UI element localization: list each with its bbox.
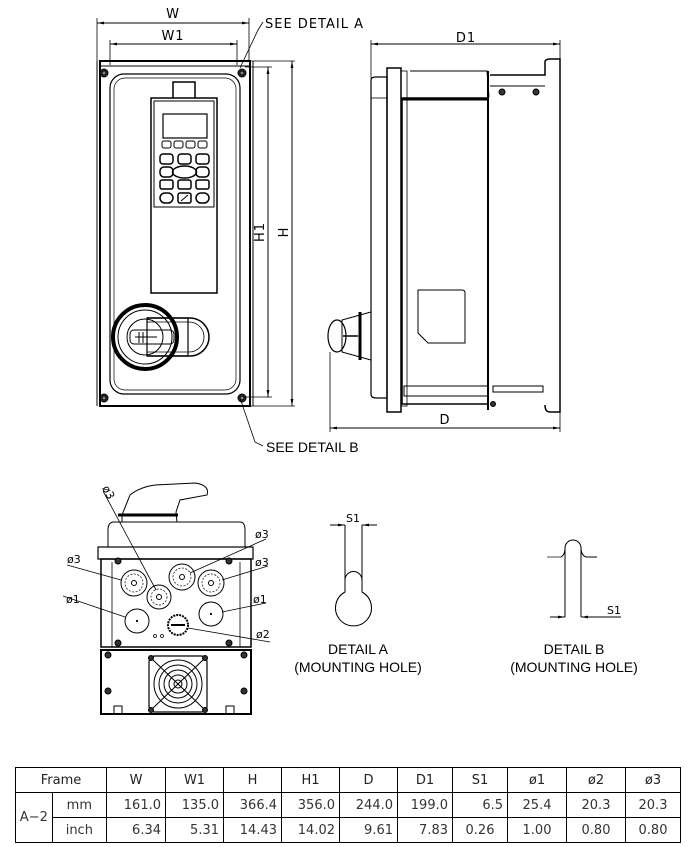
detail-b-slot xyxy=(547,539,621,619)
label-phi3-right-upper: ø3 xyxy=(255,528,269,541)
dim-label-d: D xyxy=(439,413,450,428)
label-phi1-right: ø1 xyxy=(253,593,267,606)
cell-s1: 6.5 xyxy=(452,792,508,818)
detail-b-title: DETAIL B xyxy=(544,641,605,657)
cell-w: 161.0 xyxy=(106,792,166,818)
header-w: W xyxy=(106,767,166,793)
fan-section xyxy=(100,649,252,715)
detail-a-s1-label: S1 xyxy=(346,512,360,525)
keypad-display xyxy=(162,113,208,139)
header-phi1: ø1 xyxy=(507,767,567,793)
bottom-body xyxy=(100,558,252,648)
table-row: A−2 mm 161.0 135.0 366.4 356.0 244.0 199… xyxy=(15,792,681,843)
cell-d: 244.0 xyxy=(339,792,398,818)
callout-see-detail-b: SEE DETAIL B xyxy=(266,439,359,455)
leader-detail-b xyxy=(239,397,264,447)
label-phi3-top: ø3 xyxy=(99,483,117,501)
label-phi3-right: ø3 xyxy=(255,556,269,569)
header-w1: W1 xyxy=(165,767,224,793)
detail-a-subtitle: (MOUNTING HOLE) xyxy=(294,659,422,675)
dim-label-w: W xyxy=(166,7,180,22)
dimensions-table: Frame W W1 H H1 D D1 S1 ø1 ø2 ø3 A−2 mm … xyxy=(15,767,681,843)
side-body xyxy=(401,97,489,405)
conduit-holes xyxy=(120,563,225,638)
unit-cell: mm xyxy=(51,792,108,818)
table-row: inch 6.34 5.31 14.43 14.02 9.61 7.83 0.2… xyxy=(16,817,681,843)
header-h: H xyxy=(223,767,282,793)
dimension-drawing: W W1 SEE DETAIL A H1 H SEE DETAIL B xyxy=(62,7,638,715)
housing-outer xyxy=(99,60,251,407)
header-phi3: ø3 xyxy=(625,767,681,793)
label-phi1-left: ø1 xyxy=(66,593,80,606)
detail-b-subtitle: (MOUNTING HOLE) xyxy=(510,659,638,675)
header-phi2: ø2 xyxy=(566,767,626,793)
detail-b-s1-label: S1 xyxy=(607,604,621,617)
header-d1: D1 xyxy=(397,767,453,793)
cell-h1: 14.02 xyxy=(281,817,340,843)
header-h1: H1 xyxy=(281,767,340,793)
front-view xyxy=(96,18,295,447)
screw-icons xyxy=(99,68,247,403)
fan-grille xyxy=(148,655,208,713)
cell-phi2: 20.3 xyxy=(566,792,626,818)
header-frame: Frame xyxy=(15,767,107,793)
dim-label-h1: H1 xyxy=(253,222,268,242)
leader-detail-a xyxy=(239,21,264,69)
cell-h1: 356.0 xyxy=(281,792,340,818)
cell-phi1: 25.4 xyxy=(507,792,567,818)
cell-d1: 7.83 xyxy=(397,817,453,843)
header-s1: S1 xyxy=(452,767,508,793)
cell-d: 9.61 xyxy=(339,817,398,843)
cell-phi1: 1.00 xyxy=(507,817,567,843)
dim-label-w1: W1 xyxy=(161,29,184,44)
side-view xyxy=(327,40,561,432)
unit-cell: inch xyxy=(51,817,108,843)
bottom-view xyxy=(62,482,271,715)
cell-w: 6.34 xyxy=(106,817,166,843)
table-header-row: Frame W W1 H H1 D D1 S1 ø1 ø2 ø3 xyxy=(15,767,681,793)
dim-label-d1: D1 xyxy=(456,31,476,46)
cell-w1: 5.31 xyxy=(165,817,224,843)
cell-phi2: 0.80 xyxy=(566,817,626,843)
cell-h: 366.4 xyxy=(223,792,282,818)
label-phi2: ø2 xyxy=(256,628,270,641)
frame-cell: A−2 xyxy=(15,792,53,843)
cell-phi3: 0.80 xyxy=(625,817,681,843)
header-d: D xyxy=(339,767,398,793)
keypad xyxy=(150,81,218,294)
detail-a-title: DETAIL A xyxy=(328,641,389,657)
cell-s1: 0.26 xyxy=(452,817,508,843)
detail-a-keyhole xyxy=(330,523,377,627)
cell-h: 14.43 xyxy=(223,817,282,843)
cell-d1: 199.0 xyxy=(397,792,453,818)
disconnect-switch xyxy=(111,303,210,371)
cell-phi3: 20.3 xyxy=(625,792,681,818)
front-cover xyxy=(109,73,241,395)
dim-label-h: H xyxy=(277,227,292,238)
label-phi3-left: ø3 xyxy=(67,553,81,566)
callout-see-detail-a: SEE DETAIL A xyxy=(265,17,364,32)
cell-w1: 135.0 xyxy=(165,792,224,818)
